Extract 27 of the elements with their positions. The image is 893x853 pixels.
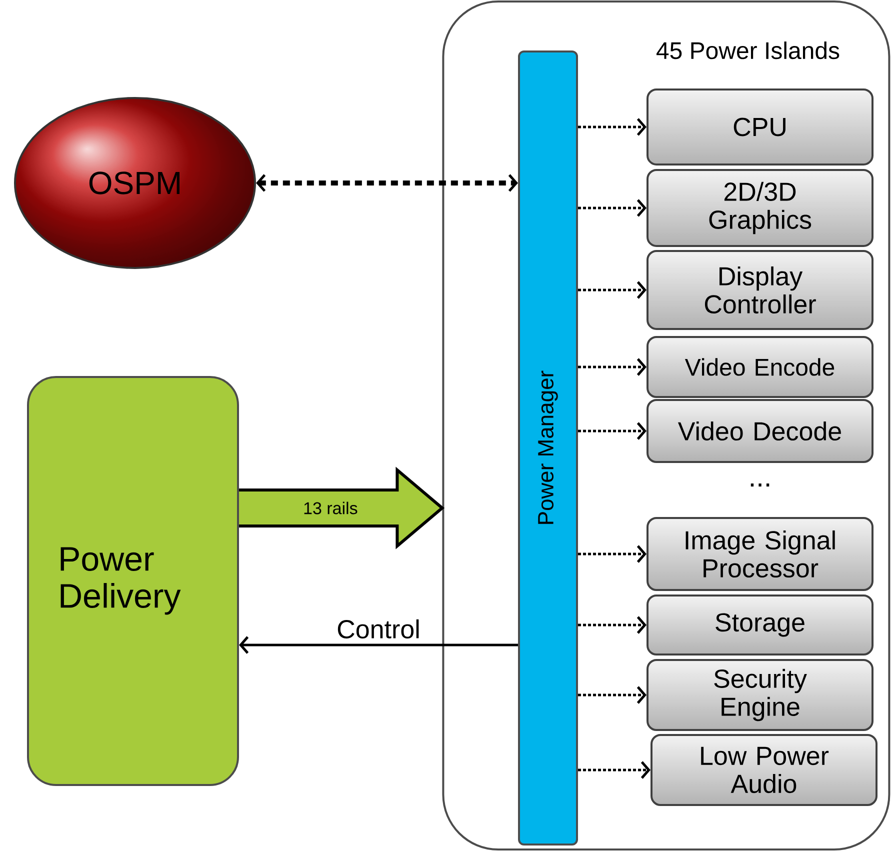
ellipse-node: OSPM (14, 97, 256, 269)
edge-label: Control (338, 619, 419, 638)
arrow (578, 199, 647, 217)
arrow (256, 174, 518, 192)
arrow (578, 761, 651, 779)
edge-label: 13 rails (304, 502, 358, 514)
rounded-box: Image Signal Processor (646, 517, 874, 591)
rounded-box: CPU (646, 88, 874, 166)
arrow (578, 616, 647, 634)
rounded-box: Video Decode (646, 399, 874, 463)
arrow (578, 545, 647, 563)
arrow (578, 281, 647, 299)
arrow (239, 636, 518, 654)
rounded-box: Power Delivery (27, 376, 239, 786)
rounded-box: 2D/3D Graphics (646, 168, 874, 247)
rounded-box: Storage (646, 594, 874, 656)
arrow (578, 422, 647, 440)
rounded-box: Display Controller (646, 250, 874, 330)
vertical-bar: Power Manager (518, 50, 578, 846)
rounded-box: Video Encode (646, 336, 874, 398)
rounded-box: Low Power Audio (650, 734, 878, 806)
arrow (578, 686, 647, 704)
rounded-box: Security Engine (646, 659, 874, 731)
block-arrow (238, 466, 445, 550)
arrow (578, 118, 647, 136)
ellipsis: ... (750, 484, 770, 486)
arrow (578, 358, 647, 376)
